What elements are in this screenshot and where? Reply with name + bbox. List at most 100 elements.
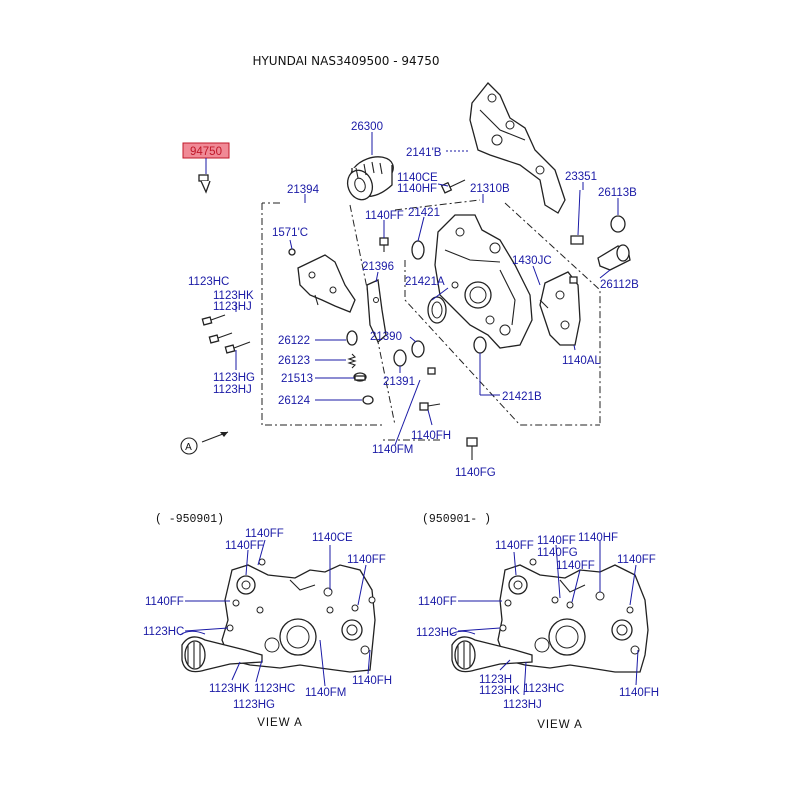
label-26122[interactable]: 26122 bbox=[278, 335, 310, 347]
bracket-21396[interactable] bbox=[366, 279, 387, 344]
view-right-header: (950901- ) bbox=[422, 513, 491, 526]
label-26113B[interactable]: 26113B bbox=[598, 187, 637, 199]
label-1123HJ-lower[interactable]: 1123HJ bbox=[213, 384, 252, 396]
label-right-1140FF-d[interactable]: 1140FF bbox=[617, 554, 656, 566]
label-21421[interactable]: 21421 bbox=[408, 207, 440, 219]
label-23351[interactable]: 23351 bbox=[565, 171, 597, 183]
label-21421B[interactable]: 21421B bbox=[502, 391, 542, 403]
view-left-caption: VIEW A bbox=[257, 717, 303, 729]
label-right-1140FF-e[interactable]: 1140FF bbox=[418, 596, 457, 608]
label-right-1123H[interactable]: 1123H bbox=[479, 674, 512, 686]
label-right-1140FG[interactable]: 1140FG bbox=[537, 547, 578, 559]
label-1123HK[interactable]: 1123HK bbox=[213, 290, 254, 302]
label-21513[interactable]: 21513 bbox=[281, 373, 313, 385]
label-right-1140FH[interactable]: 1140FH bbox=[619, 687, 659, 699]
cap-21513[interactable] bbox=[353, 372, 367, 382]
seal-21421[interactable] bbox=[411, 240, 425, 260]
label-left-1123HK[interactable]: 1123HK bbox=[209, 683, 250, 695]
label-1140HF[interactable]: 1140HF bbox=[397, 183, 437, 195]
plug-26124[interactable] bbox=[362, 395, 374, 405]
label-left-1140FF-b[interactable]: 1140FF bbox=[225, 540, 264, 552]
leader-lines bbox=[289, 132, 619, 446]
highlighted-part-label[interactable]: 94750 bbox=[190, 146, 222, 158]
label-15711C[interactable]: 1571'C bbox=[272, 227, 308, 239]
label-left-1140FM[interactable]: 1140FM bbox=[305, 687, 346, 699]
label-right-1123HC-b[interactable]: 1123HC bbox=[523, 683, 564, 695]
view-a-callout[interactable]: A bbox=[180, 431, 229, 455]
label-21391[interactable]: 21391 bbox=[383, 376, 415, 388]
bracket-2141B[interactable] bbox=[469, 82, 566, 214]
label-1140AL[interactable]: 1140AL bbox=[562, 355, 601, 367]
label-26300[interactable]: 26300 bbox=[351, 121, 383, 133]
label-left-1123HC-b[interactable]: 1123HC bbox=[254, 683, 295, 695]
bolt-1140FM-icon[interactable] bbox=[427, 367, 436, 375]
pulley-26300[interactable] bbox=[344, 151, 398, 203]
relief-plunger-26122[interactable] bbox=[346, 330, 358, 346]
label-left-1123HG[interactable]: 1123HG bbox=[233, 699, 275, 711]
bolt-1123HJ-icon[interactable] bbox=[224, 341, 251, 354]
label-1123HC[interactable]: 1123HC bbox=[188, 276, 229, 288]
label-left-1140FF-a[interactable]: 1140FF bbox=[245, 528, 284, 540]
pump-cover-1430JC[interactable] bbox=[539, 271, 581, 346]
view-left-header: ( -950901) bbox=[155, 513, 224, 526]
spring-26123[interactable] bbox=[347, 353, 357, 369]
front-case-right[interactable] bbox=[451, 558, 649, 673]
label-1140FM[interactable]: 1140FM bbox=[372, 444, 413, 456]
view-a-left: ( -950901) bbox=[143, 513, 392, 729]
label-2141B[interactable]: 2141'B bbox=[406, 147, 442, 159]
shaft-26112B[interactable] bbox=[597, 244, 631, 271]
label-left-1140CE[interactable]: 1140CE bbox=[312, 532, 353, 544]
label-21394[interactable]: 21394 bbox=[287, 184, 320, 196]
label-26124[interactable]: 26124 bbox=[278, 395, 311, 407]
oil-pump-case-21310B[interactable] bbox=[434, 214, 533, 349]
label-right-1123HJ[interactable]: 1123HJ bbox=[503, 699, 542, 711]
bolt-1123HC-icon[interactable] bbox=[201, 314, 226, 326]
boundary-left bbox=[261, 203, 385, 426]
front-case-left[interactable] bbox=[181, 558, 376, 673]
label-26112B[interactable]: 26112B bbox=[600, 279, 639, 291]
label-21390[interactable]: 21390 bbox=[370, 331, 402, 343]
label-21421A[interactable]: 21421A bbox=[405, 276, 445, 288]
diagram-title: HYUNDAI NAS3409500 - 94750 bbox=[252, 54, 439, 68]
view-a-right: (950901- ) bbox=[416, 513, 659, 731]
view-right-caption: VIEW A bbox=[537, 719, 583, 731]
label-1123HJ[interactable]: 1123HJ bbox=[213, 301, 252, 313]
label-right-1140HF[interactable]: 1140HF bbox=[578, 532, 618, 544]
bracket-15711C[interactable] bbox=[297, 254, 356, 313]
pin-15711C[interactable] bbox=[288, 248, 296, 256]
label-21310B[interactable]: 21310B bbox=[470, 183, 510, 195]
label-1140FF[interactable]: 1140FF bbox=[365, 210, 404, 222]
gear-21391[interactable] bbox=[393, 349, 407, 367]
bolt-1140FG-icon[interactable] bbox=[466, 437, 478, 460]
label-26123[interactable]: 26123 bbox=[278, 355, 310, 367]
bolt-1140AL-icon[interactable] bbox=[569, 276, 578, 284]
label-right-1123HC-a[interactable]: 1123HC bbox=[416, 627, 457, 639]
bolt-94750-icon[interactable] bbox=[198, 174, 211, 194]
label-right-1140FF-c[interactable]: 1140FF bbox=[556, 560, 595, 572]
gear-26113B[interactable] bbox=[610, 215, 626, 233]
part-labels: 26300 2141'B 23351 26113B 21394 1140CE 1… bbox=[188, 121, 639, 479]
label-right-1140FF-b[interactable]: 1140FF bbox=[537, 535, 576, 547]
label-1123HG[interactable]: 1123HG bbox=[213, 372, 255, 384]
label-21396[interactable]: 21396 bbox=[362, 261, 394, 273]
label-1140FH[interactable]: 1140FH bbox=[411, 430, 451, 442]
bolt-1140FF-icon[interactable] bbox=[379, 237, 389, 252]
label-left-1140FF-c[interactable]: 1140FF bbox=[347, 554, 386, 566]
label-1430JC[interactable]: 1430JC bbox=[512, 255, 552, 267]
label-1140CE[interactable]: 1140CE bbox=[397, 172, 438, 184]
label-right-1123HK[interactable]: 1123HK bbox=[479, 685, 520, 697]
label-1140FG[interactable]: 1140FG bbox=[455, 467, 496, 479]
label-right-1140FF-a[interactable]: 1140FF bbox=[495, 540, 534, 552]
bolt-23351-icon[interactable] bbox=[570, 189, 584, 245]
bolt-1123HK-icon[interactable] bbox=[208, 332, 233, 344]
seal-21421A[interactable] bbox=[427, 296, 447, 324]
bolt-1140FH-icon[interactable] bbox=[419, 402, 441, 411]
bolt-1140HF-icon[interactable] bbox=[440, 179, 466, 194]
ring-21421B[interactable] bbox=[473, 336, 487, 354]
label-left-1140FH[interactable]: 1140FH bbox=[352, 675, 392, 687]
label-left-1140FF-d[interactable]: 1140FF bbox=[145, 596, 184, 608]
gear-21390[interactable] bbox=[411, 340, 425, 358]
label-left-1123HC-a[interactable]: 1123HC bbox=[143, 626, 184, 638]
